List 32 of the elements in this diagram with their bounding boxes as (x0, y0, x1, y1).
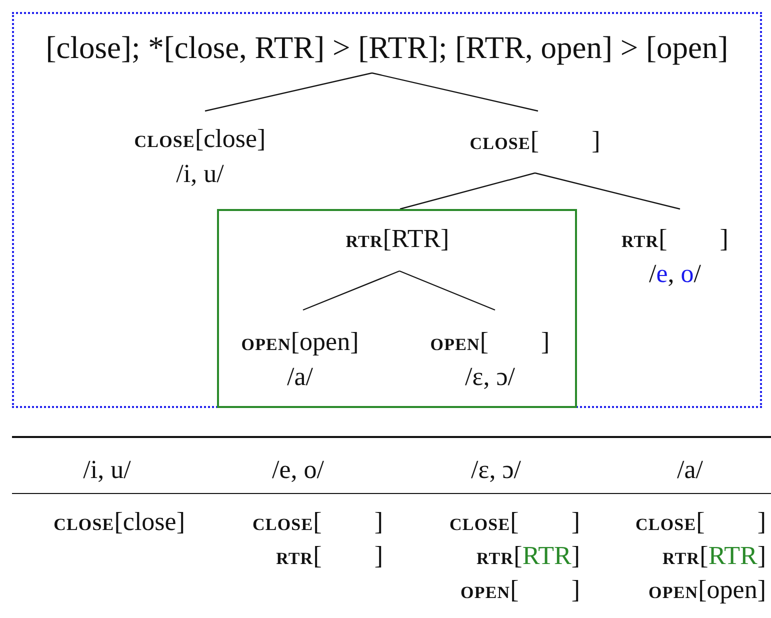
feature-label: CLOSE[close] (134, 123, 266, 155)
segment-label: /e, o/ (648, 258, 701, 290)
feature-cell-text: CLOSE[close] (54, 506, 185, 538)
feature-cell-text: CLOSE[ ] (450, 506, 580, 538)
feature-label: CLOSE[ ] (470, 125, 600, 157)
column-header: /a/ (677, 454, 703, 486)
feature-label: RTR[ ] (622, 223, 728, 255)
rule-formula: [close]; *[close, RTR] > [RTR]; [RTR, open] > [open] (46, 29, 728, 67)
column-header: /ɛ, ɔ/ (471, 454, 521, 486)
segment-label: /ɛ, ɔ/ (465, 361, 515, 393)
column-header: /i, u/ (83, 454, 131, 486)
feature-label: OPEN[ ] (430, 326, 550, 358)
feature-label: RTR[RTR] (346, 223, 450, 255)
feature-label: OPEN[open] (241, 326, 359, 358)
feature-cell-text: CLOSE[ ] (636, 506, 766, 538)
feature-cell-text: CLOSE[ ] (252, 506, 383, 538)
tree-branch (302, 270, 400, 311)
segment-label: /a/ (287, 361, 313, 393)
tree-branch (400, 172, 536, 210)
highlight-box (217, 209, 577, 408)
tree-branch (204, 72, 372, 112)
feature-cell-text: RTR[ ] (276, 540, 383, 572)
feature-cell-text: RTR[RTR] (476, 540, 580, 572)
feature-cell-text: OPEN[ ] (460, 574, 580, 606)
column-header: /e, o/ (272, 454, 324, 486)
feature-cell-text: OPEN[open] (648, 574, 766, 606)
dotted-frame (12, 12, 762, 408)
tree-branch (372, 72, 538, 112)
tree-branch (534, 172, 680, 210)
tree-branch (399, 270, 496, 311)
segment-label: /i, u/ (176, 158, 224, 190)
feature-cell-text: RTR[RTR] (662, 540, 766, 572)
